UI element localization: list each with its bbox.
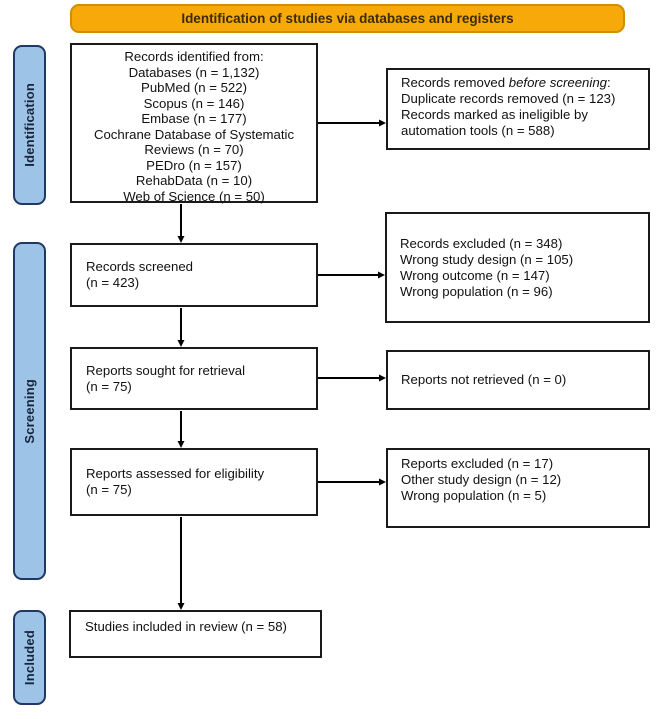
box-line: Records excluded (n = 348) [400, 235, 563, 251]
box-line: Wrong study design (n = 105) [400, 251, 574, 267]
banner-title: Identification of studies via databases … [181, 11, 514, 26]
box-line: Databases (n = 1,132) [128, 64, 260, 80]
stage-label-identification: Identification [22, 83, 37, 167]
removed-line1-prefix: Records removed [401, 75, 509, 90]
box-line: Cochrane Database of Systematic Reviews … [93, 126, 295, 158]
box-line: Wrong outcome (n = 147) [400, 267, 550, 283]
records-screened-box: Records screened (n = 423) [70, 243, 318, 307]
box-line: Reports sought for retrieval [86, 362, 246, 378]
box-line: (n = 423) [86, 275, 140, 290]
stage-label-included: Included [22, 629, 37, 686]
box-line: RehabData (n = 10) [135, 173, 253, 188]
box-line: PEDro (n = 157) [146, 157, 242, 173]
records-identified-box: Records identified from: Databases (n = … [70, 43, 318, 204]
box-line: Scopus (n = 146) [143, 95, 245, 111]
stage-bar-identification: Identification [13, 45, 46, 205]
box-line: Duplicate records removed (n = 123) [401, 91, 616, 106]
box-line: Embase (n = 177) [141, 111, 247, 126]
removed-line1-suffix: : [607, 75, 611, 90]
box-line: Reports assessed for eligibility [86, 466, 265, 481]
reports-excluded-box: Reports excluded (n = 17) Other study de… [386, 448, 650, 528]
records-removed-box: Records removed before screening: Duplic… [386, 68, 650, 150]
studies-included-box: Studies included in review (n = 58) [69, 610, 322, 658]
removed-line1-italic: before screening [508, 75, 607, 90]
box-line: Web of Science (n = 50) [123, 188, 265, 204]
box-line: (n = 75) [86, 378, 132, 394]
box-line: Studies included in review (n = 58) [85, 619, 287, 634]
stage-bar-screening: Screening [13, 242, 46, 580]
banner: Identification of studies via databases … [70, 4, 625, 33]
records-excluded-box: Records excluded (n = 348) Wrong study d… [385, 212, 650, 323]
box-line: Records removed before screening: [401, 75, 640, 91]
box-line: PubMed (n = 522) [141, 80, 247, 95]
box-line: Other study design (n = 12) [401, 472, 562, 487]
box-line: (n = 75) [86, 482, 132, 497]
box-line: Records screened [86, 259, 194, 274]
box-line: Reports excluded (n = 17) [401, 456, 554, 471]
reports-not-retrieved-box: Reports not retrieved (n = 0) [386, 350, 650, 410]
box-line: Wrong population (n = 5) [401, 488, 547, 503]
box-line: Wrong population (n = 96) [400, 283, 553, 299]
reports-assessed-box: Reports assessed for eligibility (n = 75… [70, 448, 318, 516]
box-line: Records identified from: [124, 49, 264, 64]
box-line: Reports not retrieved (n = 0) [401, 372, 567, 387]
stage-label-screening: Screening [22, 378, 37, 444]
stage-bar-included: Included [13, 610, 46, 705]
box-line: Records marked as ineligible by automati… [401, 107, 588, 138]
reports-sought-box: Reports sought for retrieval (n = 75) [70, 347, 318, 410]
